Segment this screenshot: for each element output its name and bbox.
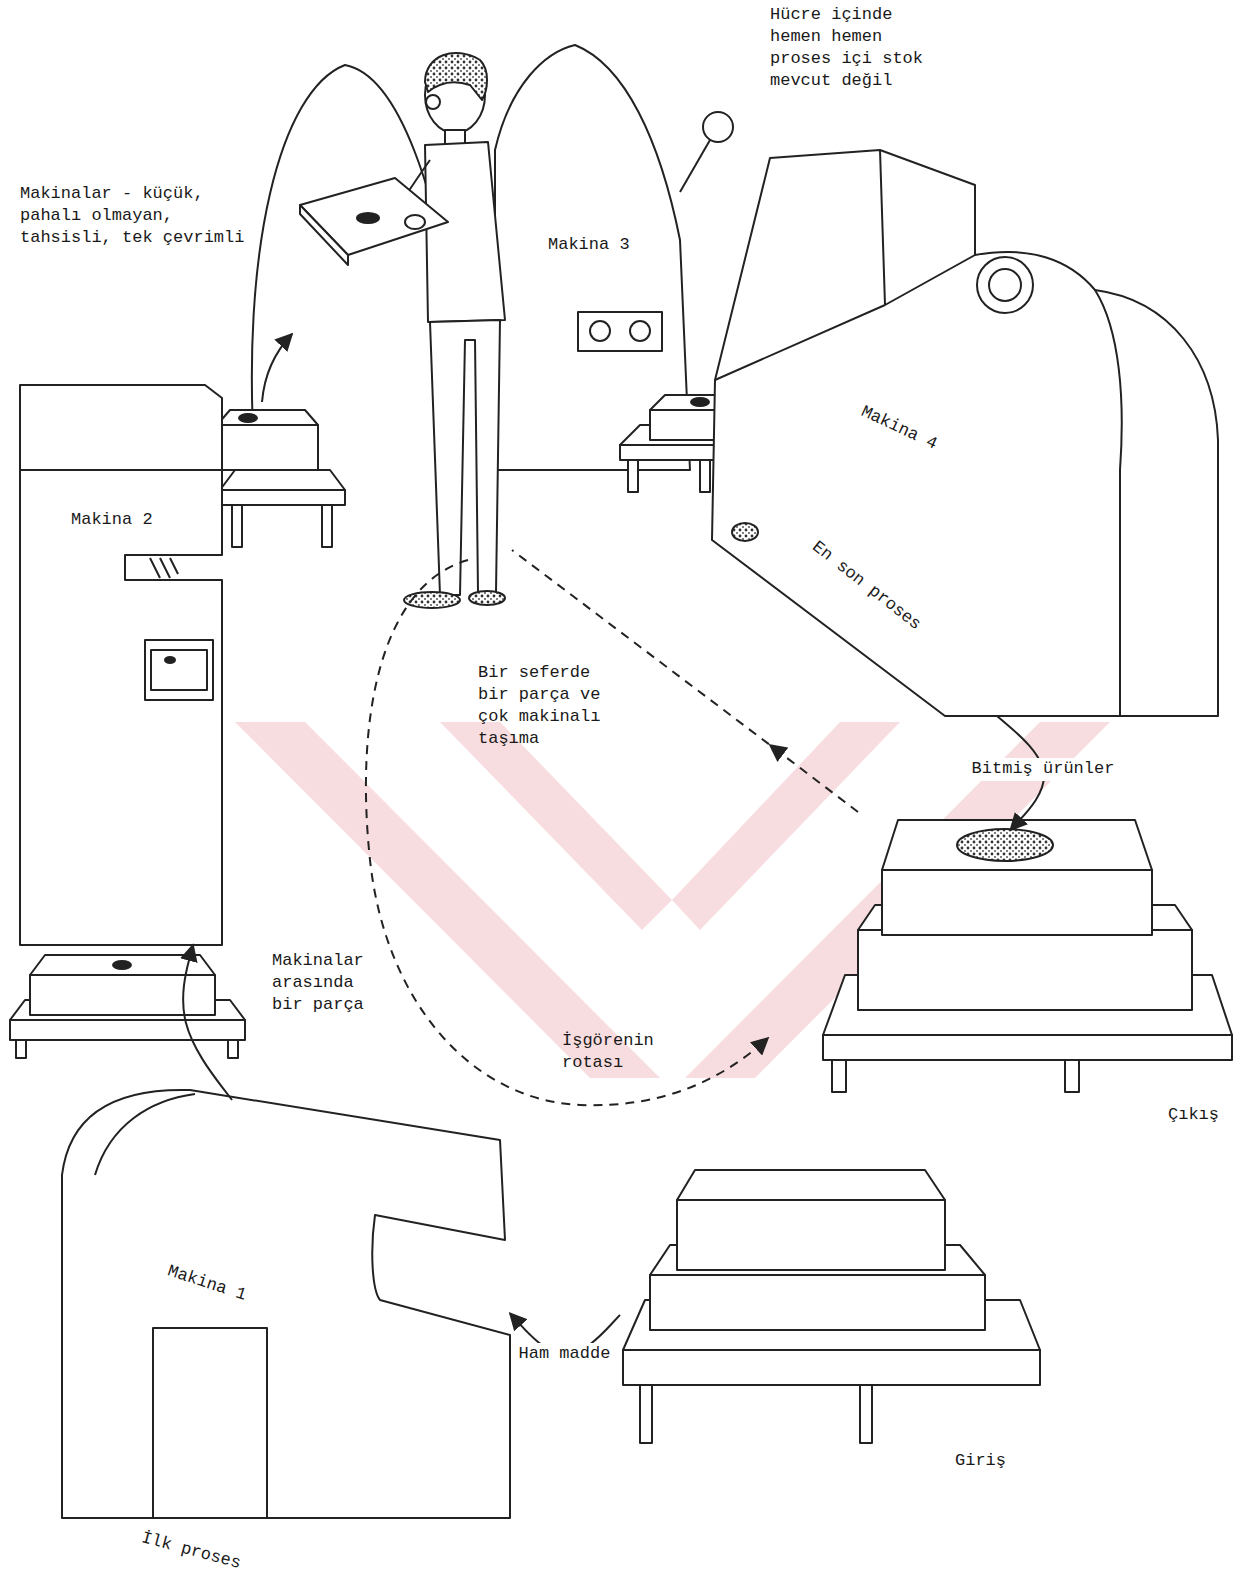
- machine-box: Makina 3: [495, 45, 690, 470]
- stack-top: [677, 1170, 945, 1200]
- note-text: Makinalar arasında bir parça: [272, 950, 384, 1016]
- machine-name: Makina 2: [71, 509, 153, 531]
- pallet-leg: [1065, 1060, 1079, 1092]
- machine-box: Makina 2: [20, 382, 224, 945]
- worker-shoe: [469, 591, 505, 605]
- note-text: Makinalar - küçük, pahalı olmayan, tahsi…: [20, 183, 248, 249]
- watermark-band: [235, 722, 660, 1078]
- workpiece-hole: [239, 414, 257, 422]
- pallet-front: [623, 1350, 1040, 1385]
- stack-front: [650, 1275, 985, 1330]
- pallet-leg: [832, 1060, 846, 1092]
- panel-dot: [165, 657, 175, 663]
- pallet-box: Çıkış: [820, 830, 1236, 1130]
- workpiece-hole: [113, 961, 131, 969]
- machine-door: [153, 1328, 267, 1518]
- pallet-leg: [640, 1385, 652, 1443]
- housing-edges: [715, 150, 975, 380]
- pallet-leg: [860, 1385, 872, 1443]
- workpiece-front: [217, 425, 318, 470]
- panel-screen: [151, 650, 207, 690]
- note-text: Hücre içinde hemen hemen proses içi stok…: [770, 4, 945, 92]
- control-panel: [578, 312, 662, 351]
- stack-front: [858, 930, 1192, 1010]
- machine-name: Makina 4: [857, 401, 940, 456]
- workpiece-hole: [691, 398, 709, 406]
- pallet-label: Giriş: [955, 1450, 1006, 1472]
- transfer-arrow: [262, 334, 292, 402]
- pallet-leg: [228, 1040, 238, 1058]
- workpiece-front: [30, 975, 215, 1015]
- flow-arrow: [183, 945, 232, 1100]
- housing-seam: [20, 469, 222, 471]
- table-leg: [628, 460, 638, 492]
- table-leg: [232, 505, 242, 547]
- machine-name: Makina 3: [548, 234, 630, 256]
- panel-button: [590, 321, 610, 341]
- stack-top: [882, 820, 1152, 870]
- table-leg: [322, 505, 332, 547]
- machine-1-housing: [62, 1090, 510, 1518]
- machine-box: Makina 4: [705, 110, 1218, 716]
- table-front: [220, 490, 345, 505]
- stack-front: [882, 870, 1152, 935]
- worker-torso: [425, 142, 505, 322]
- stack-front: [677, 1200, 945, 1270]
- pallet-leg: [16, 1040, 26, 1058]
- worker-legs: [430, 320, 500, 595]
- carried-part: [300, 178, 448, 255]
- worker-glasses: [426, 95, 440, 109]
- note-text: En son proses: [807, 537, 925, 636]
- pallet-front: [823, 1035, 1232, 1060]
- tool: [150, 558, 178, 578]
- watermark-band: [440, 722, 672, 930]
- edge-label: Bitmiş ürünler: [969, 758, 1118, 780]
- table-leg: [700, 460, 710, 492]
- edge-label: Ham madde: [516, 1343, 614, 1365]
- machine-name: Makina 1: [165, 1261, 249, 1307]
- carried-part-hole: [357, 213, 379, 223]
- lever-knob: [703, 112, 733, 142]
- dial-inner: [989, 269, 1021, 301]
- pallet-label: Çıkış: [1168, 1104, 1219, 1126]
- machine-housing-back: [252, 65, 455, 465]
- machine-2-housing: [20, 385, 222, 945]
- housing-edge: [95, 1094, 195, 1175]
- finished-parts: [957, 829, 1053, 861]
- housing-edges: [1095, 290, 1122, 716]
- note-text: İlk proses: [139, 1527, 243, 1575]
- table-top: [220, 470, 345, 490]
- panel-button: [630, 321, 650, 341]
- pallet-box: Giriş: [620, 1160, 1040, 1476]
- watermark-band: [672, 722, 900, 930]
- worker-hair: [425, 53, 487, 100]
- machine-box: Makina 1: [60, 1100, 510, 1520]
- chips: [732, 523, 758, 541]
- machine-4-housing: [712, 150, 1218, 716]
- control-panel: [145, 640, 213, 700]
- worker-route: [366, 560, 768, 1105]
- line-art: [10, 45, 1232, 1518]
- worker-hand: [405, 215, 425, 229]
- note-text: İşgörenin rotası: [562, 1030, 684, 1074]
- dial: [977, 257, 1033, 313]
- lever: [680, 140, 710, 192]
- carried-part-side: [300, 205, 348, 265]
- pallet-front: [10, 1020, 245, 1040]
- note-text: Bir seferde bir parça ve çok makinalı ta…: [478, 662, 630, 750]
- workpiece-top: [217, 410, 318, 425]
